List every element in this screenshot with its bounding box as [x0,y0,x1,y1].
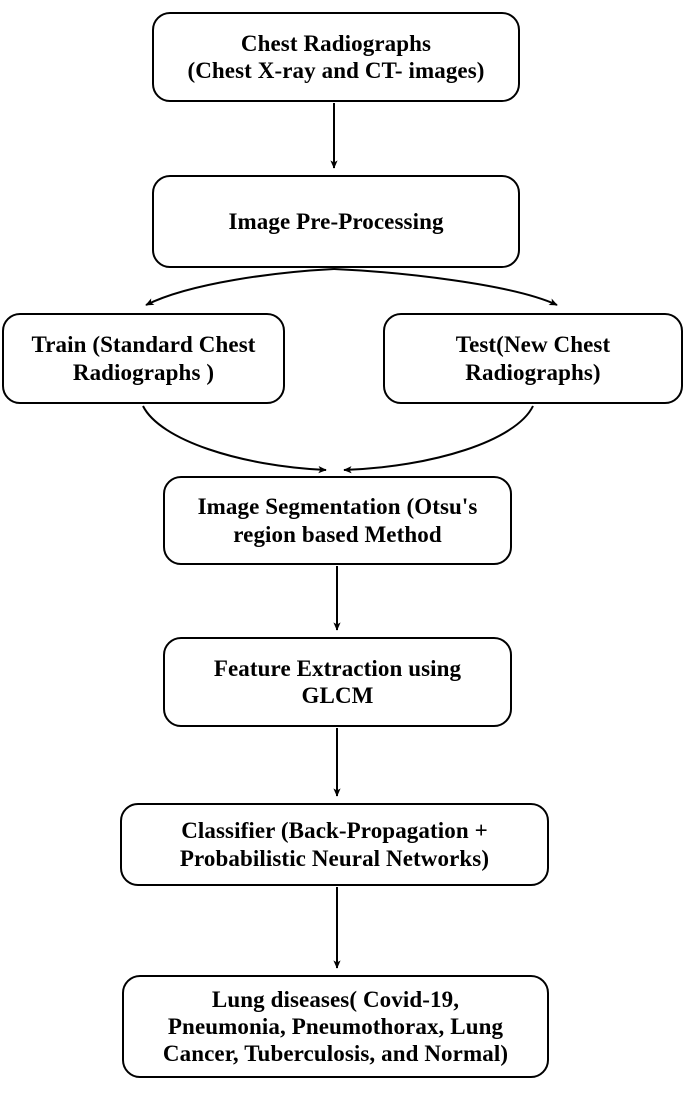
node-image-segmentation-label: Image Segmentation (Otsu's region based … [197,494,478,547]
node-classifier-label: Classifier (Back-Propagation + Probabili… [179,818,490,871]
node-chest-radiographs-label: Chest Radiographs (Chest X-ray and CT- i… [187,30,485,83]
edge-preprocess-to-test [333,268,558,306]
node-train-label: Train (Standard Chest Radiographs ) [31,332,256,385]
node-classifier[interactable]: Classifier (Back-Propagation + Probabili… [120,803,549,886]
node-image-segmentation[interactable]: Image Segmentation (Otsu's region based … [163,476,512,565]
node-image-pre-processing-label: Image Pre-Processing [228,208,444,234]
node-chest-radiographs[interactable]: Chest Radiographs (Chest X-ray and CT- i… [152,12,520,102]
node-lung-diseases-output-label: Lung diseases( Covid-19, Pneumonia, Pneu… [162,986,509,1067]
node-feature-extraction-label: Feature Extraction using GLCM [213,655,462,708]
edge-preprocess-to-train [145,268,335,306]
edge-train-to-segment [142,405,327,474]
node-image-pre-processing[interactable]: Image Pre-Processing [152,175,520,268]
node-train-standard-chest-radiographs[interactable]: Train (Standard Chest Radiographs ) [2,313,285,404]
edge-test-to-segment [343,405,534,474]
node-lung-diseases-output[interactable]: Lung diseases( Covid-19, Pneumonia, Pneu… [122,975,549,1078]
node-test-label: Test(New Chest Radiographs) [455,332,611,385]
node-test-new-chest-radiographs[interactable]: Test(New Chest Radiographs) [383,313,683,404]
node-feature-extraction[interactable]: Feature Extraction using GLCM [163,637,512,727]
